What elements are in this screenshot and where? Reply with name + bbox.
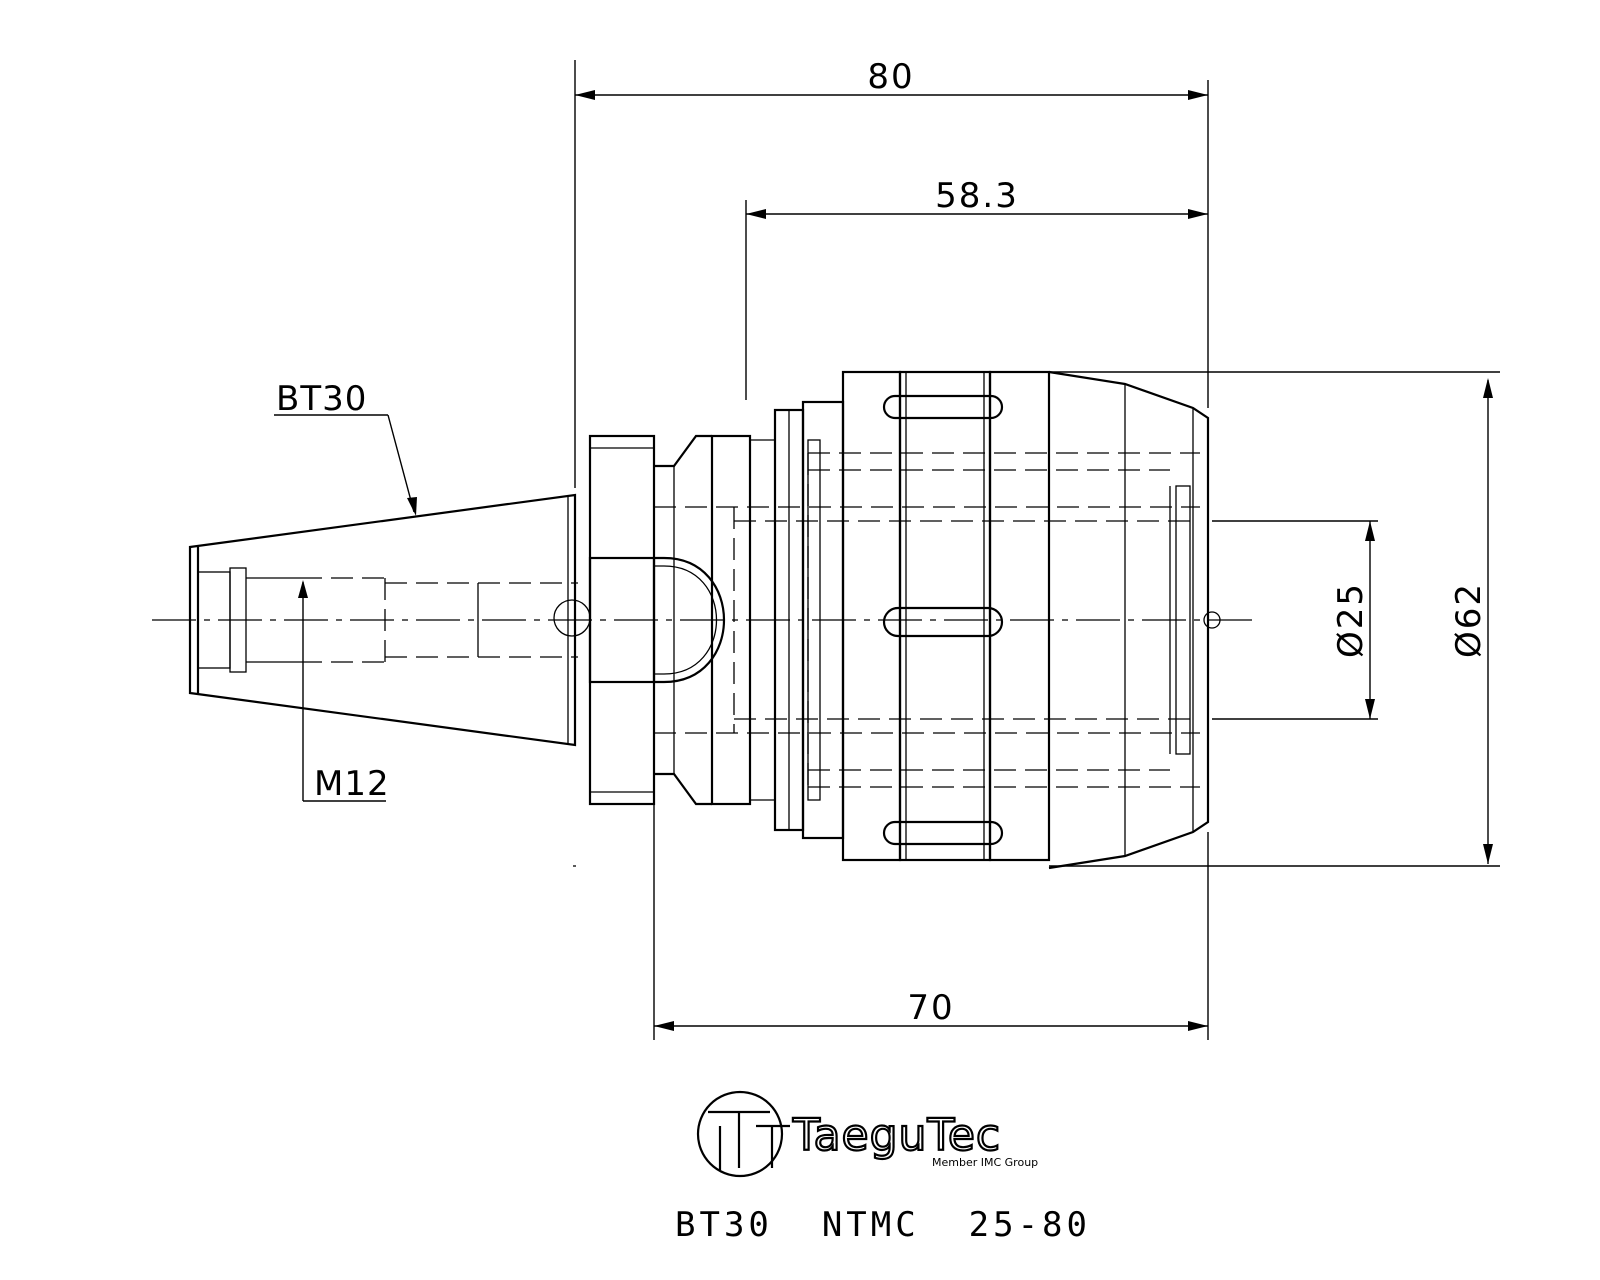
hidden-bore xyxy=(653,452,1200,788)
dim-label-70: 70 xyxy=(907,988,954,1028)
dim-label-d62: Ø62 xyxy=(1449,582,1489,658)
dimension-d25 xyxy=(1212,520,1378,720)
taper-shank xyxy=(188,493,591,747)
taegutec-logo-icon xyxy=(696,1090,790,1178)
flange xyxy=(588,400,845,840)
dim-label-58-3: 58.3 xyxy=(935,176,1019,216)
dimension-58-3 xyxy=(745,200,1208,400)
brand-tagline: Member IMC Group xyxy=(932,1156,1038,1169)
leader-m12 xyxy=(298,580,386,802)
chuck-body xyxy=(841,370,1221,870)
brand-name: TaeguTec xyxy=(792,1110,1001,1161)
dim-label-d25: Ø25 xyxy=(1331,582,1371,658)
leader-bt30 xyxy=(274,414,417,516)
dim-label-80: 80 xyxy=(867,57,914,97)
label-bt30: BT30 xyxy=(276,379,367,419)
label-m12: M12 xyxy=(314,764,390,804)
dimension-d62 xyxy=(1049,371,1500,867)
part-number: BT30 NTMC 25-80 xyxy=(675,1205,1091,1245)
dimension-80 xyxy=(574,60,1209,488)
